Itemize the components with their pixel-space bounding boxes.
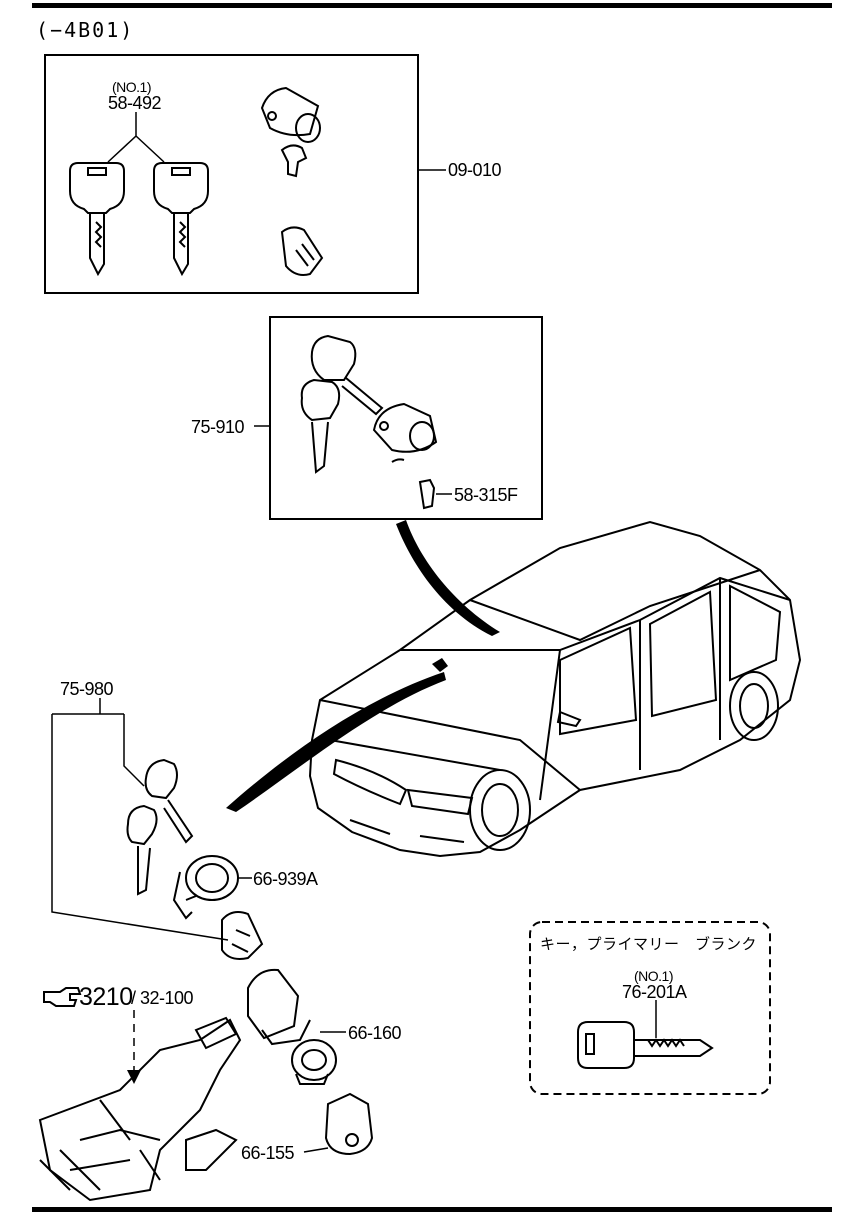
door-lock-cylinder-icon bbox=[372, 402, 438, 463]
door-lock-cylinder-icon bbox=[260, 86, 321, 178]
callout-09-010[interactable]: 09-010 bbox=[448, 160, 502, 180]
key-bracket-line bbox=[107, 112, 165, 163]
callout-76-201a[interactable]: 76-201A bbox=[622, 982, 687, 1002]
trunk-lock-cylinder-icon bbox=[280, 226, 324, 276]
key-icon bbox=[69, 162, 125, 277]
top-rule bbox=[32, 3, 832, 8]
bottom-rule bbox=[32, 1207, 832, 1212]
cylinder-icon bbox=[324, 1092, 374, 1156]
location-arrow bbox=[226, 672, 446, 812]
callout-58-492[interactable]: 58-492 bbox=[108, 93, 162, 113]
key-icon bbox=[153, 162, 209, 277]
blank-key-box bbox=[529, 921, 771, 1095]
callout-58-315f[interactable]: 58-315F bbox=[454, 485, 518, 505]
lock-set-box bbox=[44, 54, 419, 294]
callout-75-910[interactable]: 75-910 bbox=[191, 417, 245, 437]
steering-column-icon bbox=[38, 1016, 242, 1202]
section-code: (−4B01) bbox=[36, 18, 135, 42]
key-icon bbox=[300, 378, 341, 474]
callout-66-939a[interactable]: 66-939A bbox=[253, 869, 318, 889]
blank-key-icon bbox=[577, 1021, 714, 1069]
leader-line bbox=[303, 1147, 329, 1153]
cylinder-icon bbox=[221, 911, 264, 960]
hand-pointer-icon bbox=[43, 987, 82, 1007]
callout-75-980[interactable]: 75-980 bbox=[60, 679, 114, 699]
car-illustration bbox=[308, 520, 802, 858]
callout-76-201a-no1: (NO.1) bbox=[634, 968, 674, 984]
callout-ref-3210[interactable]: 3210 bbox=[79, 983, 133, 1011]
key-icon bbox=[144, 758, 194, 844]
ignition-switch-icon bbox=[247, 968, 337, 1085]
ring-icon bbox=[172, 855, 239, 920]
door-lock-set-box bbox=[269, 316, 543, 520]
location-arrow bbox=[396, 520, 500, 636]
clip-icon bbox=[418, 478, 436, 510]
callout-58-492-no1: (NO.1) bbox=[112, 79, 152, 95]
blank-key-title: キー，プライマリー ブランク bbox=[540, 935, 758, 953]
callout-66-155[interactable]: 66-155 bbox=[241, 1143, 295, 1163]
key-icon bbox=[310, 334, 384, 416]
ignition-set-bracket bbox=[51, 698, 229, 941]
ignition-location-mark bbox=[432, 658, 448, 672]
callout-ref-32-100[interactable]: / 32-100 bbox=[131, 988, 194, 1008]
callout-66-160[interactable]: 66-160 bbox=[348, 1023, 402, 1043]
key-icon bbox=[126, 804, 158, 896]
